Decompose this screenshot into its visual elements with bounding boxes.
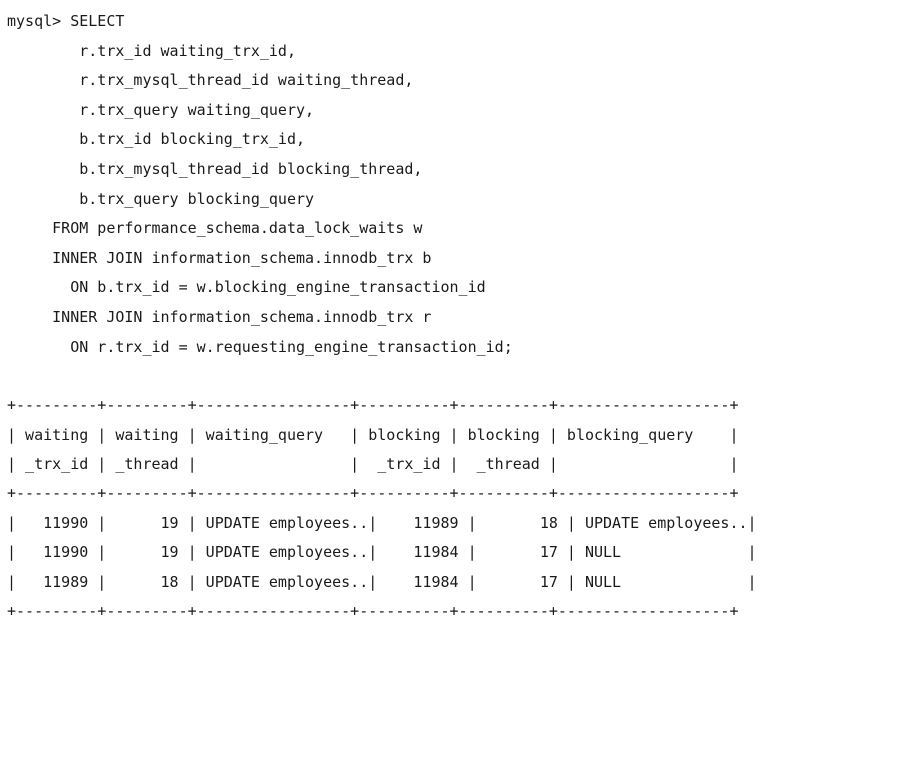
table-rule-top: +---------+---------+-----------------+-… (7, 396, 739, 415)
table-row: | 11989 | 18 | UPDATE employees..| 11984… (7, 572, 757, 591)
sql-line-2: r.trx_mysql_thread_id waiting_thread, (7, 71, 414, 90)
sql-line-8: INNER JOIN information_schema.innodb_trx… (7, 248, 432, 267)
result-table: +---------+---------+-----------------+-… (7, 391, 900, 626)
blank-line-spacer (7, 362, 900, 391)
table-row: | 11990 | 19 | UPDATE employees..| 11984… (7, 543, 757, 562)
sql-line-5: b.trx_mysql_thread_id blocking_thread, (7, 159, 423, 178)
sql-line-11: ON r.trx_id = w.requesting_engine_transa… (7, 337, 513, 356)
sql-line-9: ON b.trx_id = w.blocking_engine_transact… (7, 278, 486, 297)
table-rule-header: +---------+---------+-----------------+-… (7, 484, 739, 503)
sql-line-1: r.trx_id waiting_trx_id, (7, 41, 296, 60)
sql-line-3: r.trx_query waiting_query, (7, 100, 315, 119)
table-header-row-1: | waiting | waiting | waiting_query | bl… (7, 425, 739, 444)
sql-query-block: mysql> SELECT r.trx_id waiting_trx_id, r… (7, 7, 900, 362)
table-header-row-2: | _trx_id | _thread | | _trx_id | _threa… (7, 454, 739, 473)
sql-line-4: b.trx_id blocking_trx_id, (7, 130, 306, 149)
sql-line-6: b.trx_query blocking_query (7, 189, 315, 208)
sql-line-10: INNER JOIN information_schema.innodb_trx… (7, 307, 432, 326)
table-rule-bottom: +---------+---------+-----------------+-… (7, 601, 739, 620)
table-row: | 11990 | 19 | UPDATE employees..| 11989… (7, 513, 757, 532)
prompt-line: mysql> SELECT (7, 12, 125, 30)
sql-line-7: FROM performance_schema.data_lock_waits … (7, 219, 423, 238)
